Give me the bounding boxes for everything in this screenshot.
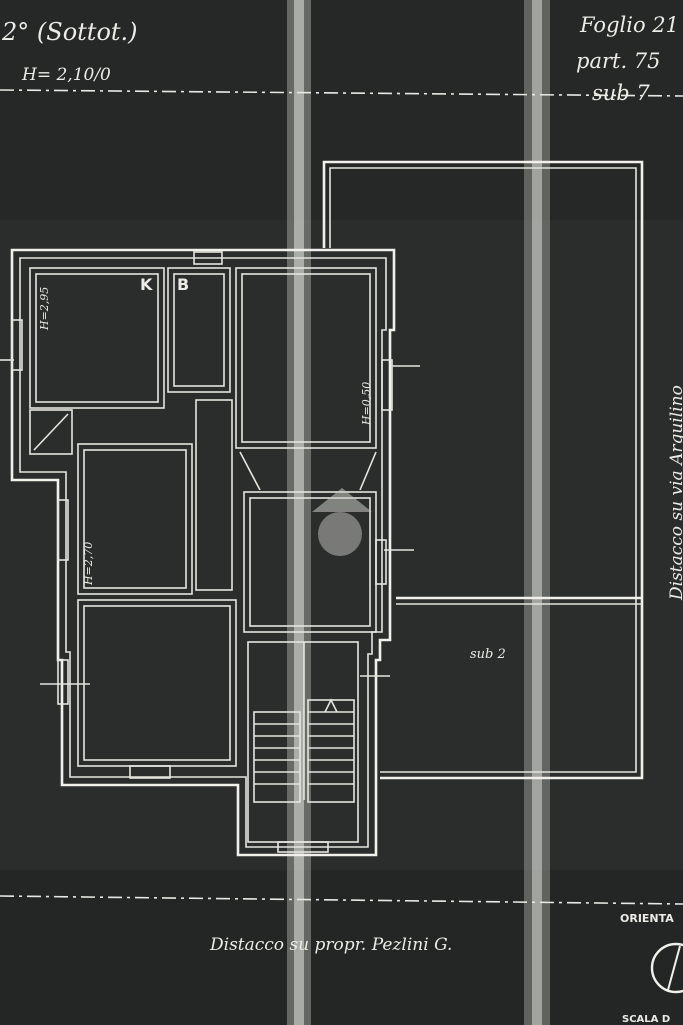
interior-walls [29, 267, 377, 767]
sub2-label: sub 2 [470, 647, 506, 662]
light-streak-left-core [294, 0, 304, 1025]
apartment-outer-wall [10, 248, 396, 857]
paper-shade-bottom [0, 870, 683, 1025]
kitchen-label: K [140, 275, 153, 294]
boundary-line-top [0, 89, 683, 97]
compass-needle-icon [667, 945, 681, 991]
compass-icon [650, 942, 683, 994]
scale-label: SCALA D [622, 1014, 670, 1025]
cadastral-sub: sub 7 [592, 81, 650, 105]
cadastral-parcel: part. 75 [576, 49, 661, 73]
paper-shade-top [0, 0, 683, 220]
windows [0, 251, 420, 853]
annex-sub2 [322, 160, 644, 780]
height-label: H= 2,10/0 [21, 65, 111, 85]
side-note: Distacco su via Arquilino [667, 385, 683, 601]
orientation-label: ORIENTA [620, 912, 674, 925]
boundary-line-bottom [0, 895, 683, 905]
watermark-logo-icon [312, 488, 372, 556]
light-streak-right-core [532, 0, 542, 1025]
height-right: H=0,50 [360, 382, 373, 426]
height-top-left: H=2,95 [38, 287, 51, 331]
cadastral-sheet: Foglio 21 [579, 13, 679, 37]
floor-label: 2° (Sottot.) [1, 18, 138, 46]
bottom-note: Distacco su propr. Pezlini G. [209, 935, 452, 955]
bath-label: B [177, 275, 189, 294]
height-middle-left: H=2,70 [82, 542, 95, 586]
